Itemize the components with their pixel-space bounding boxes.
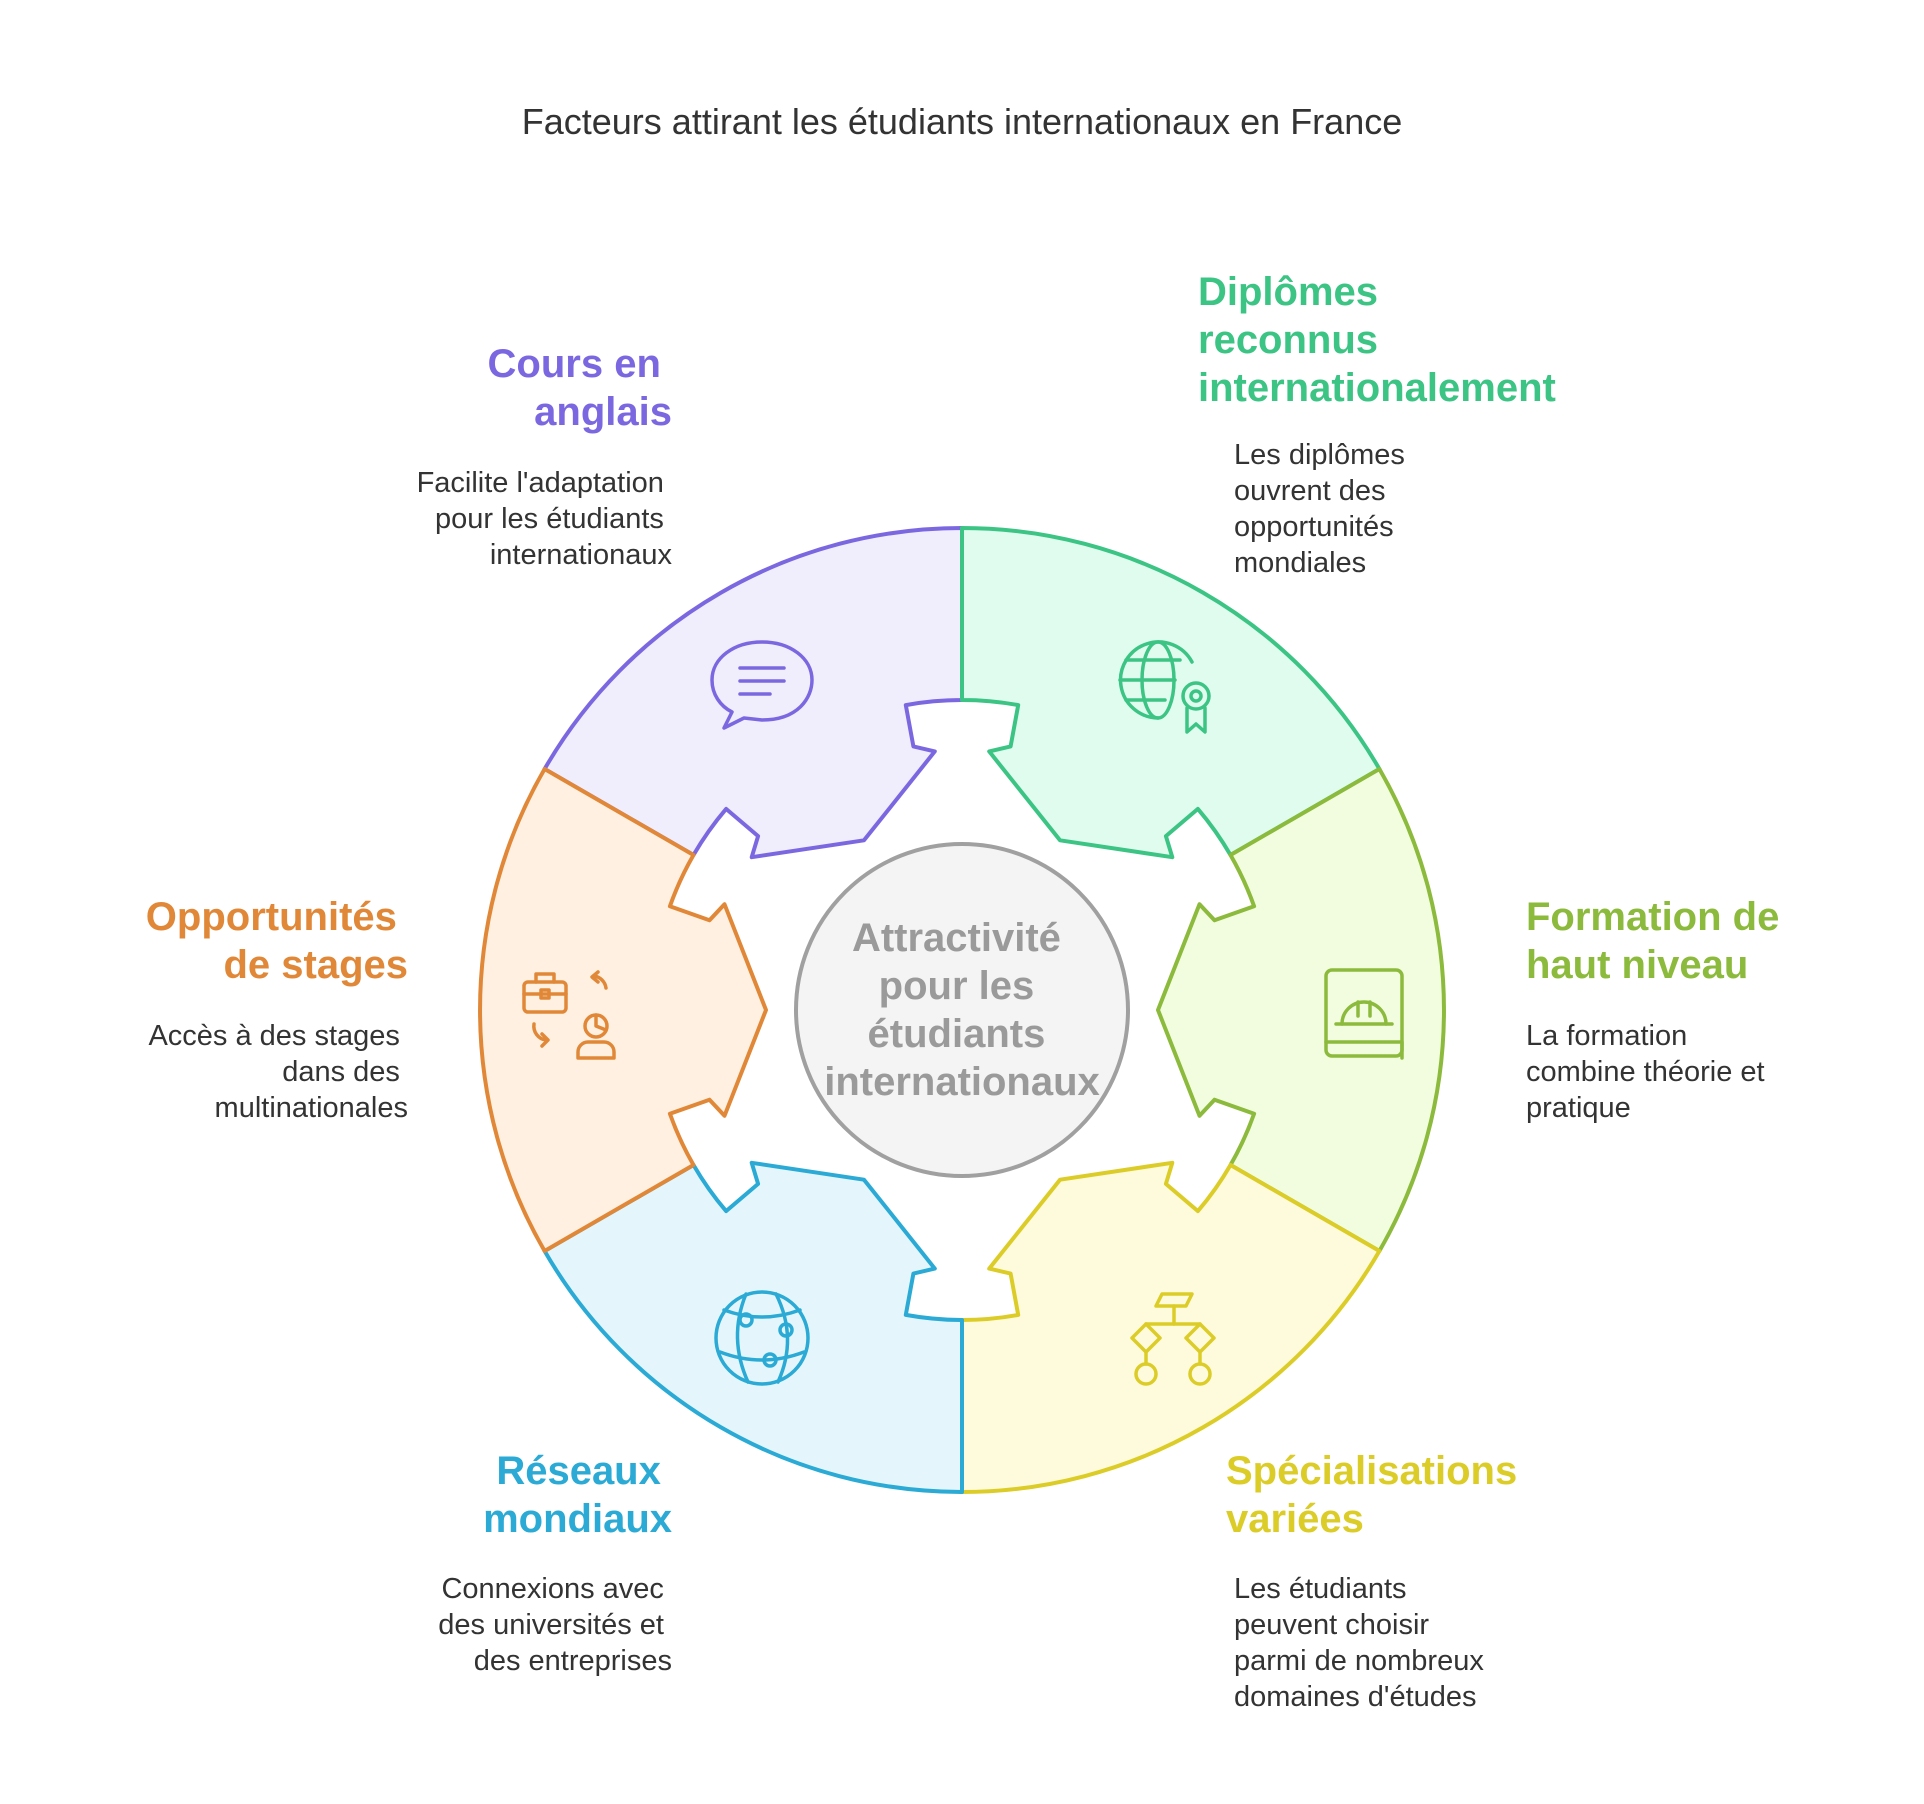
factor-desc-line: La formation bbox=[1526, 1020, 1687, 1052]
factor-desc-line: combine théorie et bbox=[1526, 1056, 1765, 1088]
globe-certificate-icon bbox=[1118, 640, 1211, 734]
factor-desc-line: parmi de nombreux bbox=[1234, 1645, 1484, 1677]
factor-desc-line: pratique bbox=[1526, 1092, 1631, 1124]
diagram-title: Facteurs attirant les étudiants internat… bbox=[522, 101, 1403, 142]
helmet-book-icon bbox=[1324, 968, 1404, 1060]
svg-text:Spécialisations variées: Spécialisations variées bbox=[1226, 1449, 1528, 1541]
factor-label-line: Opportunités bbox=[146, 895, 397, 939]
factor-label-line: de stages bbox=[223, 943, 408, 987]
segment-diplomes bbox=[960, 526, 1382, 860]
center-label-line: étudiants bbox=[868, 1012, 1046, 1056]
factor-text-cours: Cours en anglais Facilite l'adaptation p… bbox=[417, 342, 673, 571]
factor-desc-line: dans des bbox=[282, 1056, 400, 1088]
factor-label-line: reconnus bbox=[1198, 318, 1378, 362]
factor-desc-line: multinationales bbox=[215, 1092, 408, 1124]
factor-text-formation: Formation de haut niveau La formation co… bbox=[1526, 895, 1790, 1124]
svg-text:Connexions avec des univ: Connexions avec des universités et des e… bbox=[438, 1573, 672, 1677]
center-label-line: Attractivité bbox=[852, 916, 1061, 960]
speech-bubble-icon bbox=[710, 640, 814, 730]
factor-desc-line: domaines d'études bbox=[1234, 1681, 1477, 1713]
factor-desc-line: ouvrent des bbox=[1234, 475, 1386, 507]
svg-text:Réseaux mondiaux: Réseaux mondiaux bbox=[483, 1449, 672, 1541]
factor-label-line: Réseaux bbox=[496, 1449, 661, 1493]
svg-text:Opportunités de stages: Opportunités de stages bbox=[146, 895, 408, 987]
factor-label-line: Formation de bbox=[1526, 895, 1779, 939]
segment-stages bbox=[478, 767, 768, 1253]
factor-label-line: Diplômes bbox=[1198, 270, 1378, 314]
factor-label-line: Cours en bbox=[488, 342, 661, 386]
svg-text:Les étudiants peuvent ch: Les étudiants peuvent choisir parmi de n… bbox=[1234, 1573, 1492, 1713]
factor-text-diplomes: Diplômes reconnus internationalement Les… bbox=[1198, 270, 1556, 579]
factor-desc-line: Les diplômes bbox=[1234, 439, 1405, 471]
factor-desc-line: Accès à des stages bbox=[148, 1020, 399, 1052]
segment-specialisations bbox=[960, 1160, 1382, 1494]
factor-label-line: internationalement bbox=[1198, 366, 1556, 410]
factor-desc-line: Les étudiants bbox=[1234, 1573, 1407, 1605]
factor-desc-line: opportunités bbox=[1234, 511, 1394, 543]
factor-label-line: variées bbox=[1226, 1497, 1364, 1541]
svg-text:Diplômes reconnus: Diplômes reconnus internationalement bbox=[1198, 270, 1556, 410]
svg-text:Cours en anglais: Cours en anglais bbox=[488, 342, 672, 434]
center-label-line: internationaux bbox=[824, 1060, 1100, 1104]
factor-desc-line: des universités et bbox=[438, 1609, 664, 1641]
factor-label-line: haut niveau bbox=[1526, 943, 1748, 987]
center-node: Attractivité pour les étudiants internat… bbox=[794, 842, 1130, 1178]
factor-label-line: mondiaux bbox=[483, 1497, 672, 1541]
factor-text-specialisations: Spécialisations variées Les étudiants pe… bbox=[1226, 1449, 1528, 1713]
briefcase-person-icon bbox=[522, 970, 616, 1060]
segment-reseaux bbox=[542, 1160, 964, 1494]
factor-ring bbox=[478, 526, 1446, 1494]
factor-desc-line: pour les étudiants bbox=[435, 503, 664, 535]
factor-label-line: anglais bbox=[534, 390, 672, 434]
factor-desc-line: des entreprises bbox=[474, 1645, 672, 1677]
center-label-line: pour les bbox=[879, 964, 1035, 1008]
flowchart-icon bbox=[1130, 1292, 1216, 1386]
factor-label-line: Spécialisations bbox=[1226, 1449, 1517, 1493]
factor-desc-line: peuvent choisir bbox=[1234, 1609, 1429, 1641]
network-globe-icon bbox=[714, 1290, 810, 1386]
factor-desc-line: internationaux bbox=[490, 539, 673, 571]
svg-text:Attractivité pour les: Attractivité pour les étudiants internat… bbox=[824, 916, 1100, 1104]
svg-text:Formation de haut niveau: Formation de haut niveau bbox=[1526, 895, 1790, 987]
segment-formation bbox=[1156, 767, 1446, 1253]
factor-text-reseaux: Réseaux mondiaux Connexions avec des uni… bbox=[438, 1449, 672, 1677]
svg-text:Facilite l'adaptation po: Facilite l'adaptation pour les étudiants… bbox=[417, 467, 673, 571]
factor-desc-line: mondiales bbox=[1234, 547, 1366, 579]
factor-desc-line: Facilite l'adaptation bbox=[417, 467, 664, 499]
factor-desc-line: Connexions avec bbox=[441, 1573, 663, 1605]
svg-text:Accès à des stages dans: Accès à des stages dans des multinationa… bbox=[148, 1020, 408, 1124]
svg-text:La formation combine thé: La formation combine théorie et pratique bbox=[1526, 1020, 1773, 1124]
factor-text-stages: Opportunités de stages Accès à des stage… bbox=[146, 895, 408, 1124]
svg-text:Les diplômes ouvrent des: Les diplômes ouvrent des opportunités mo… bbox=[1234, 439, 1413, 579]
